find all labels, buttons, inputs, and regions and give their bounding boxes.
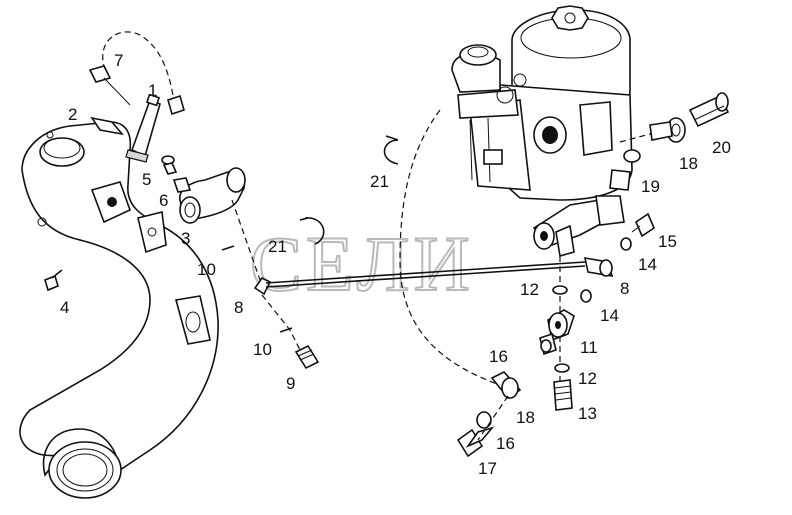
- washer-14-lower: [580, 289, 592, 303]
- intake-pipe: [19, 121, 219, 499]
- callout-2: 2: [68, 105, 77, 124]
- seal-rings-10: [221, 245, 293, 333]
- return-line-path: [399, 109, 501, 386]
- watermark: СЕЛИ: [250, 220, 474, 307]
- callout-10-upper: 10: [197, 260, 216, 279]
- callout-14-upper: 14: [638, 255, 657, 274]
- bolt-13: [553, 379, 573, 411]
- washer-12-upper: [552, 285, 568, 295]
- callout-6: 6: [159, 191, 168, 210]
- callout-5: 5: [142, 170, 151, 189]
- clip-21-upper: [383, 135, 399, 165]
- callout-3: 3: [181, 229, 190, 248]
- banjo-bolt-9: [294, 344, 320, 370]
- callout-labels: 1 2 3 4 5 6 7 8 8 9 10 10 11 12 12 13 14…: [60, 51, 731, 478]
- fuel-line-8-left: [231, 199, 586, 351]
- washer-5: [161, 155, 178, 175]
- callout-11: 11: [580, 338, 598, 357]
- banjo-bolt-17: [456, 426, 495, 458]
- heater-element: [172, 167, 246, 224]
- callout-18-lower: 18: [516, 408, 535, 427]
- washer-16-upper: [540, 339, 552, 353]
- callout-8-right: 8: [620, 279, 629, 298]
- fitting-19: [619, 121, 673, 163]
- callout-1: 1: [148, 81, 157, 100]
- outlet-fitting: [532, 195, 625, 258]
- fuel-filter-housing: [451, 5, 633, 201]
- callout-12-lower: 12: [578, 369, 597, 388]
- fuel-line-lower: [490, 371, 522, 400]
- callout-18-upper: 18: [679, 154, 698, 173]
- callout-16-lower: 16: [496, 434, 515, 453]
- clip-21-lower: [299, 217, 325, 245]
- washer-16-lower: [476, 411, 492, 429]
- lower-centerline: [477, 395, 509, 441]
- callout-13: 13: [578, 404, 597, 423]
- bolt-15: [631, 212, 655, 238]
- callout-10-lower: 10: [253, 340, 272, 359]
- callout-21-lower: 21: [268, 237, 287, 256]
- callout-17: 17: [478, 459, 497, 478]
- callout-19: 19: [641, 177, 660, 196]
- callout-8-left: 8: [234, 298, 243, 317]
- callout-20: 20: [712, 138, 731, 157]
- callout-21-upper: 21: [370, 172, 389, 191]
- callout-14-lower: 14: [600, 306, 619, 325]
- callout-16-upper: 16: [489, 347, 508, 366]
- washer-14-upper: [620, 237, 632, 251]
- callout-9: 9: [286, 374, 295, 393]
- sensor-assembly: [88, 31, 185, 163]
- fuel-line-8-right: [583, 257, 614, 277]
- callout-4: 4: [60, 298, 69, 317]
- bolt-4: [44, 269, 63, 292]
- callout-7: 7: [114, 51, 123, 70]
- banjo-bolt-20: [688, 92, 730, 128]
- callout-12-upper: 12: [520, 280, 539, 299]
- washer-12-lower: [554, 363, 570, 373]
- callout-15: 15: [658, 232, 677, 251]
